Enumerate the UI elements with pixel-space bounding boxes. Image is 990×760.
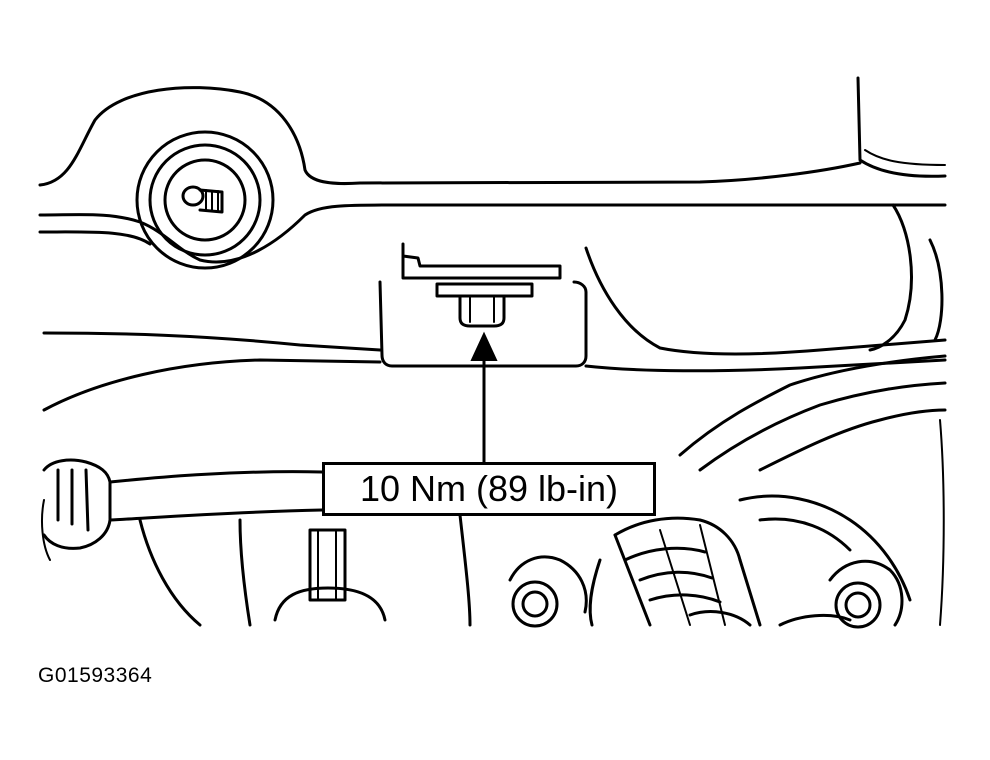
torque-callout: 10 Nm (89 lb-in) <box>322 462 656 516</box>
lower-stud <box>238 513 472 627</box>
threaded-shaft <box>613 494 912 627</box>
bracket-assembly <box>42 242 588 412</box>
flange-bolt <box>435 282 534 328</box>
base-outline <box>138 419 945 627</box>
callout-arrow <box>470 331 498 464</box>
stabilizer-link <box>41 458 324 561</box>
upper-arm-housing <box>38 76 947 264</box>
figure-id-label: G01593364 <box>38 664 153 687</box>
lower-bolts <box>508 555 904 629</box>
bushing-mount <box>135 130 275 270</box>
right-housing <box>584 203 947 472</box>
